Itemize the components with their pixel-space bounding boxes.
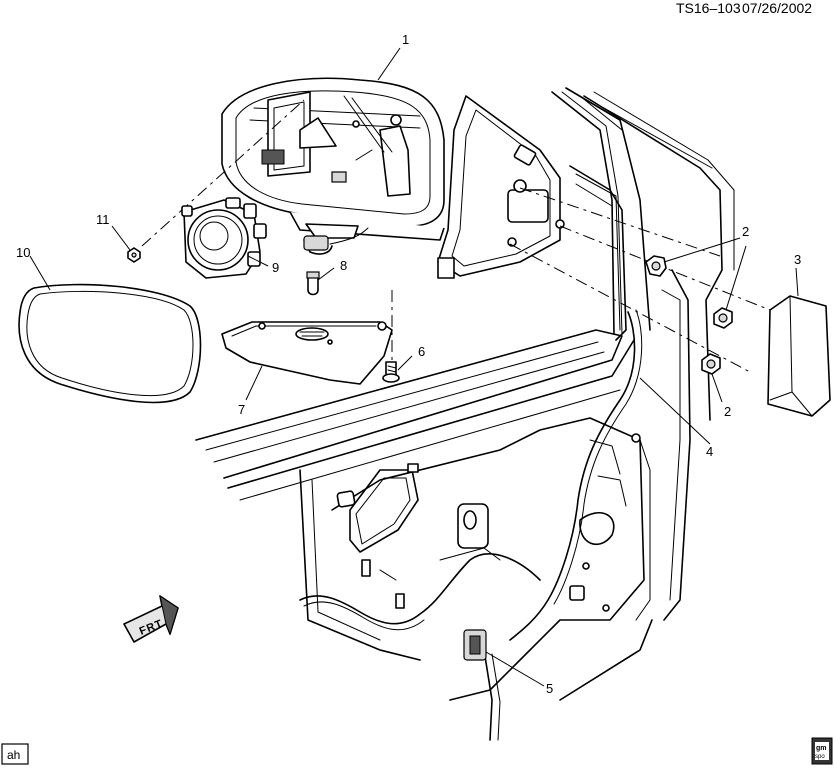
front-direction-arrow: FRT	[123, 594, 179, 643]
mirror-wiring-harness	[299, 309, 643, 741]
callout-2-upper: 2	[742, 224, 749, 239]
artist-initials-box	[1, 743, 29, 765]
mirror-glass	[18, 283, 202, 404]
screw	[127, 247, 141, 263]
drawing-date: 07/26/2002	[742, 0, 812, 16]
cover-screw	[382, 361, 400, 383]
callout-10: 10	[16, 245, 30, 260]
mirror-nuts	[645, 255, 733, 375]
callout-1: 1	[402, 32, 409, 47]
mirror-seal-pad	[767, 295, 831, 417]
callout-5: 5	[546, 681, 553, 696]
callout-8: 8	[340, 258, 347, 273]
artist-initials: ah	[7, 748, 20, 762]
drawing-id: TS16–103	[676, 0, 741, 16]
callout-11: 11	[96, 212, 110, 227]
callout-9: 9	[272, 260, 279, 275]
nut-upper	[645, 255, 667, 277]
logo-top-text: gm	[816, 745, 827, 752]
nut-middle	[713, 307, 733, 329]
logo-bottom-text: spo	[815, 754, 825, 760]
callout-6: 6	[418, 344, 425, 359]
callout-labels: 1 2 2 3 4 5 6 7 8 9 10 11	[16, 32, 801, 696]
callout-7: 7	[238, 402, 245, 417]
mirror-lower-cover	[221, 321, 393, 385]
callout-4: 4	[706, 444, 713, 459]
door-panel	[195, 87, 735, 701]
callout-2-lower: 2	[724, 404, 731, 419]
mirror-actuator	[181, 197, 267, 279]
footer: ah gm spo	[1, 737, 833, 765]
mirror-housing-assembly	[221, 77, 565, 279]
alignment-lines	[141, 99, 771, 374]
gm-spo-logo: gm spo	[811, 737, 833, 765]
leader-lines	[29, 47, 799, 687]
nut-lower	[701, 353, 721, 375]
callout-3: 3	[794, 252, 801, 267]
puddle-lamp-bulb	[306, 271, 320, 296]
